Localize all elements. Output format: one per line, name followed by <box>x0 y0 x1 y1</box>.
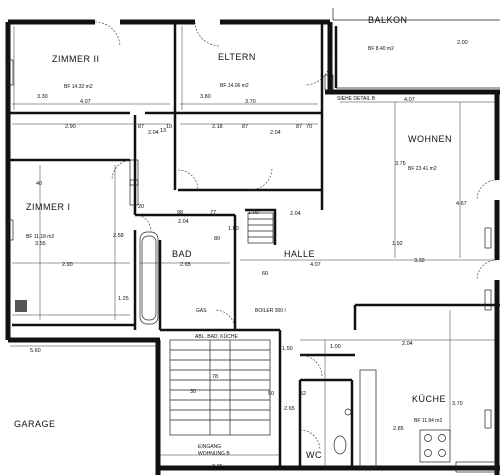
dim-text: 2.90 <box>62 262 73 268</box>
dim-text: 87 <box>242 124 248 130</box>
dim-text: 87 <box>296 124 302 130</box>
note-ablauf: ABLAUF BAD, KÜCHE <box>62 337 114 344</box>
room-name-garage: GARAGE <box>14 419 56 429</box>
dim-text: 3.32 <box>414 258 425 264</box>
dim-text: 2.00 <box>457 40 468 46</box>
room-name-eingang-line1: EINGANG <box>198 444 221 450</box>
dim-text: 2.04 <box>402 341 413 347</box>
dim-text: 78 <box>212 374 218 380</box>
dim-text: 1.80 <box>228 226 239 232</box>
dim-text: 4.07 <box>404 97 415 103</box>
room-name-balkon: BALKON <box>368 15 408 25</box>
dim-text: 2.04 <box>270 130 281 136</box>
dim-text: 3.30 <box>37 94 48 100</box>
bathtub <box>139 231 159 325</box>
dimension-lines <box>10 26 495 470</box>
dim-text: 3.80 <box>200 94 211 100</box>
note-boiler: BOILER 300 l <box>255 308 286 314</box>
room-name-zimmer2: ZIMMER II <box>52 54 100 64</box>
dim-text: 20 <box>138 204 144 210</box>
dim-text: 87 <box>138 124 144 130</box>
plan-notes: SIEHE DETAIL B ABLAUF BAD, KÜCHE BOILER … <box>62 96 376 344</box>
dim-text: 10 <box>166 124 172 130</box>
dim-text: 2.04 <box>290 211 301 217</box>
dim-text: 5.60 <box>30 348 41 354</box>
note-gas: GAS <box>196 308 207 314</box>
dim-text: 2.58 <box>113 233 124 239</box>
dim-text: 3.70 <box>452 401 463 407</box>
room-area-zimmer2: BF 14.32 m2 <box>64 84 93 90</box>
room-name-eltern: ELTERN <box>218 52 256 62</box>
dim-text: 2.04 <box>178 219 189 225</box>
dim-text: 1.92 <box>392 241 403 247</box>
dim-text: 2.65 <box>180 262 191 268</box>
room-name-halle: HALLE <box>284 249 315 259</box>
dim-text: 60 <box>262 271 268 277</box>
balcony-outline <box>332 8 500 89</box>
room-name-zimmer1: ZIMMER I <box>26 202 71 212</box>
dim-text: 98 <box>177 210 183 216</box>
room-area-zimmer1: BF 11.18 m2 <box>26 234 54 240</box>
room-name-eingang-line2: WOHNUNG B <box>198 451 230 457</box>
dim-text: 3.55 <box>35 241 46 247</box>
hall-stair-detail <box>247 212 274 244</box>
dim-text: 4.67 <box>456 201 467 207</box>
room-labels: ZIMMER II BF 14.32 m2 ELTERN BF 14.06 m2… <box>14 15 452 460</box>
dim-text: 3.75 <box>395 161 406 167</box>
dim-text: 2.35 <box>212 464 223 470</box>
dim-text: 2.18 <box>212 124 223 130</box>
dim-text: 70 <box>306 124 312 130</box>
room-name-wc: WC <box>306 450 322 460</box>
dim-text: 3.20 <box>474 466 485 472</box>
note-abl-bad: ABL. BAD, KÜCHE <box>195 333 238 340</box>
dim-text: 2.04 <box>148 130 159 136</box>
dim-text: 2.65 <box>284 406 295 412</box>
outer-walls <box>5 19 500 475</box>
kitchen-fixtures <box>359 369 497 473</box>
dim-text: 2.85 <box>393 426 404 432</box>
room-name-bad: BAD <box>172 249 192 259</box>
dim-text: 13 <box>160 128 166 134</box>
wc-fixtures <box>333 408 352 455</box>
dim-text: 1.50 <box>282 346 293 352</box>
dim-text: 52 <box>300 391 306 397</box>
dim-text: 3.70 <box>245 99 256 105</box>
dim-text: 1.00 <box>330 344 341 350</box>
room-area-wohnen: BF 23.41 m2 <box>408 166 437 172</box>
note-siehe-detail: SIEHE DETAIL B <box>337 96 376 102</box>
dimension-texts: 4.07 2.90 3.70 2.18 2.04 2.04 2.04 2.04 … <box>30 40 485 472</box>
dim-text: 50 <box>268 391 274 397</box>
dim-text: 77 <box>210 210 216 216</box>
dim-text: 1.00 <box>248 210 259 216</box>
door-swings <box>94 21 498 451</box>
dim-text: 2.90 <box>65 124 76 130</box>
dim-text: 40 <box>36 181 42 187</box>
room-name-wohnen: WOHNEN <box>408 134 452 144</box>
dim-text: 4.07 <box>310 262 321 268</box>
dim-text: 1.25 <box>118 296 129 302</box>
room-area-eltern: BF 14.06 m2 <box>220 83 249 89</box>
dim-text: 30 <box>190 389 196 395</box>
room-area-kuche: BF 11.84 m2 <box>414 418 442 424</box>
dim-text: 80 <box>214 236 220 242</box>
staircase <box>169 339 271 436</box>
room-name-kuche: KÜCHE <box>412 394 446 404</box>
dim-text: 4.07 <box>80 99 91 105</box>
room-area-balkon: BF 8.40 m2 <box>368 46 394 52</box>
radiator-marks <box>7 59 492 429</box>
